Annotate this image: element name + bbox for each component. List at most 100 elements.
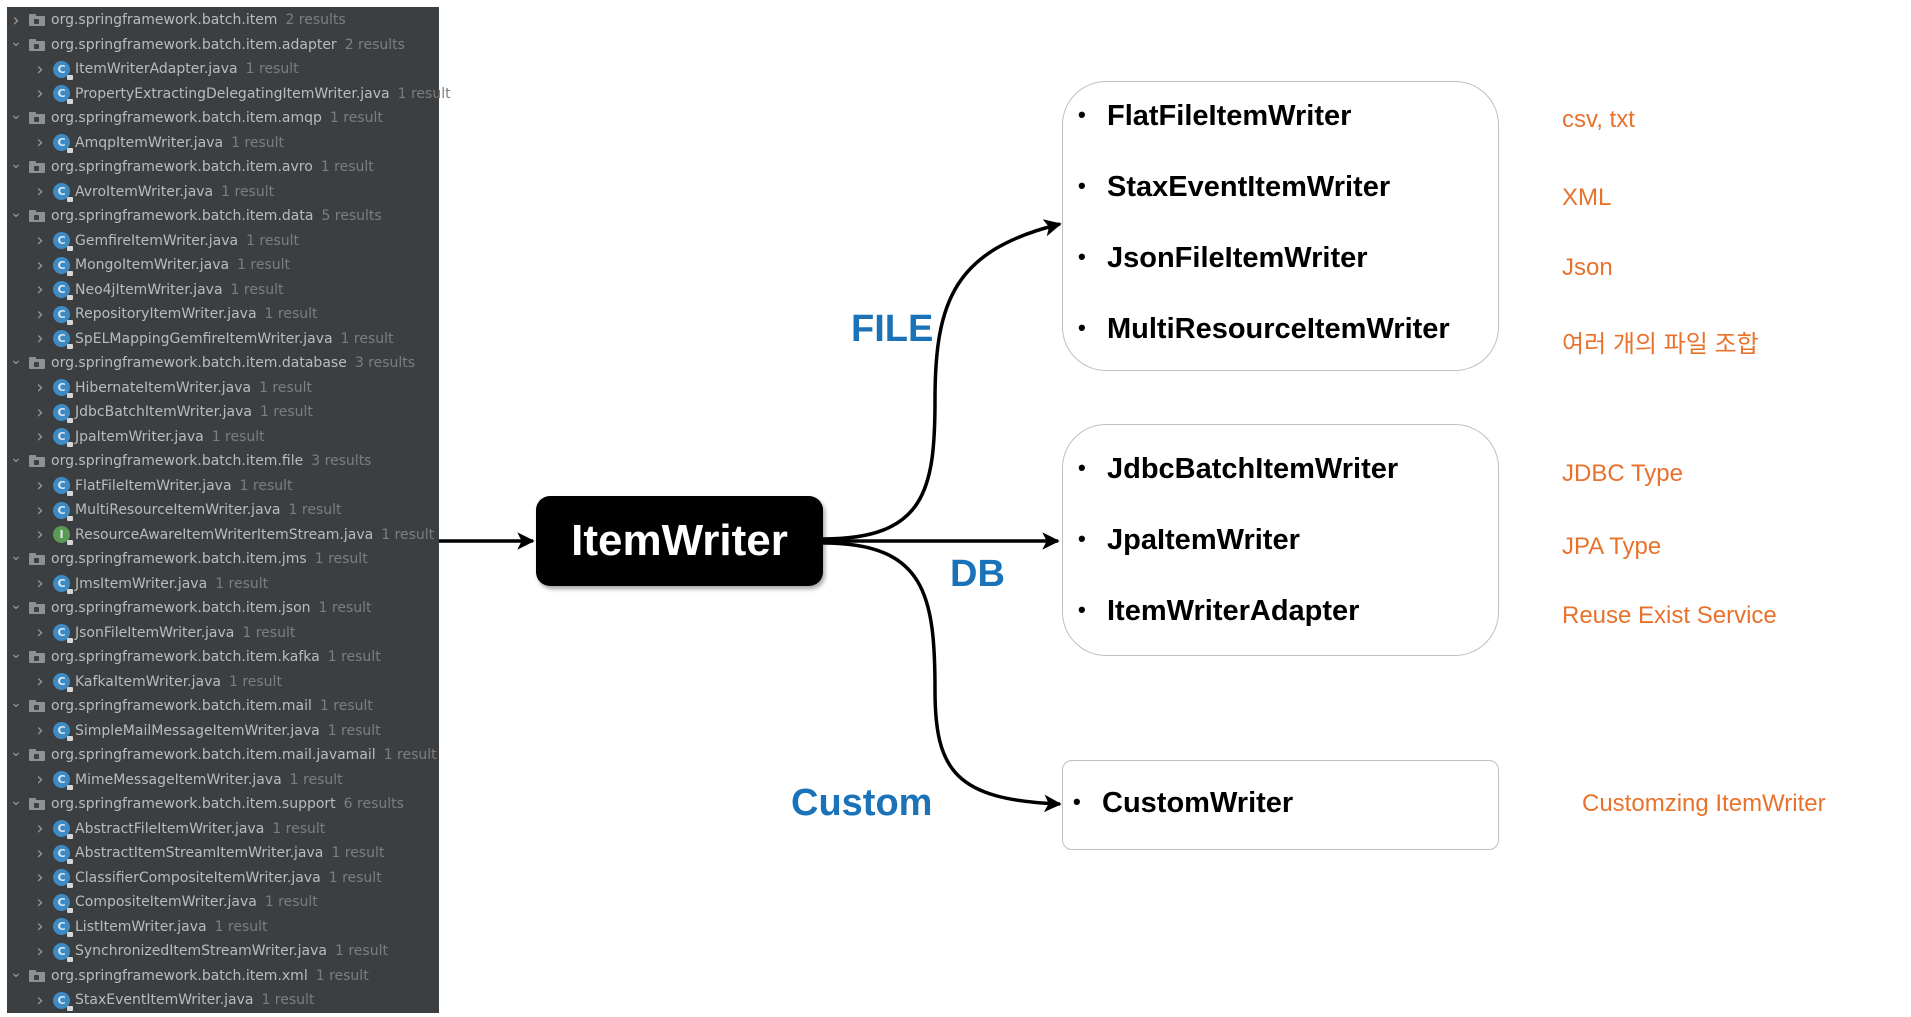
chevron-down-icon[interactable]: ⌄	[10, 695, 22, 711]
chevron-right-icon[interactable]: ›	[36, 720, 44, 741]
package-row[interactable]: ⌄org.springframework.batch.item.database…	[7, 351, 439, 375]
chevron-down-icon[interactable]: ⌄	[10, 205, 22, 221]
class-icon: C	[53, 918, 73, 937]
chevron-down-icon[interactable]: ⌄	[10, 548, 22, 564]
chevron-down-icon[interactable]: ⌄	[10, 597, 22, 613]
chevron-right-icon[interactable]: ›	[36, 989, 44, 1011]
result-count: 2 results	[285, 12, 346, 28]
chevron-down-icon[interactable]: ⌄	[10, 156, 22, 172]
chevron-right-icon[interactable]: ›	[36, 499, 44, 521]
chevron-right-icon[interactable]: ›	[36, 769, 44, 790]
chevron-down-icon[interactable]: ⌄	[10, 33, 22, 50]
chevron-right-icon[interactable]: ›	[36, 475, 44, 496]
chevron-right-icon[interactable]: ›	[36, 426, 44, 447]
chevron-right-icon[interactable]: ›	[36, 328, 44, 349]
chevron-right-icon[interactable]: ›	[36, 940, 44, 962]
chevron-right-icon[interactable]: ›	[36, 181, 44, 202]
chevron-right-icon[interactable]: ›	[36, 303, 44, 325]
chevron-right-icon[interactable]: ›	[36, 916, 44, 937]
package-folder-icon	[29, 161, 45, 173]
chevron-right-icon[interactable]: ›	[36, 573, 44, 594]
result-count: 1 result	[237, 257, 291, 273]
interface-icon: I	[53, 526, 73, 545]
class-icon: C	[53, 134, 73, 153]
chevron-right-icon[interactable]: ›	[36, 58, 44, 80]
chevron-right-icon[interactable]: ›	[36, 132, 44, 153]
chevron-down-icon[interactable]: ⌄	[10, 964, 22, 981]
class-icon: C	[53, 428, 73, 447]
chevron-right-icon[interactable]: ›	[36, 83, 44, 104]
chevron-down-icon[interactable]: ⌄	[10, 646, 22, 662]
class-icon: C	[53, 624, 73, 643]
chevron-down-icon[interactable]: ⌄	[10, 107, 22, 123]
package-row[interactable]: ⌄org.springframework.batch.item.mail.jav…	[7, 743, 439, 767]
note-multi-file: 여러 개의 파일 조합	[1562, 331, 1759, 358]
file-name: HibernateItemWriter.java	[75, 379, 252, 396]
chevron-right-icon[interactable]: ›	[36, 891, 44, 913]
result-count: 1 result	[381, 526, 435, 543]
chevron-right-icon[interactable]: ›	[36, 254, 44, 276]
chevron-right-icon[interactable]: ›	[36, 524, 44, 545]
chevron-right-icon[interactable]: ›	[36, 867, 44, 888]
chevron-down-icon[interactable]: ⌄	[10, 352, 22, 368]
chevron-right-icon[interactable]: ›	[36, 818, 44, 839]
chevron-right-icon[interactable]: ›	[12, 9, 20, 31]
file-name: MultiResourceItemWriter.java	[75, 502, 281, 518]
chevron-down-icon[interactable]: ⌄	[10, 744, 22, 760]
chevron-right-icon[interactable]: ›	[36, 279, 44, 300]
chevron-right-icon[interactable]: ›	[36, 230, 44, 251]
chevron-right-icon[interactable]: ›	[36, 671, 44, 692]
category-db-label: DB	[950, 553, 1005, 595]
chevron-down-icon[interactable]: ⌄	[10, 450, 22, 466]
chevron-down-icon[interactable]: ⌄	[10, 793, 22, 809]
chevron-right-icon[interactable]: ›	[36, 401, 44, 423]
chevron-right-icon[interactable]: ›	[36, 377, 44, 398]
package-folder-icon	[29, 455, 45, 467]
category-custom-label: Custom	[791, 782, 933, 824]
file-name: JsonFileItemWriter.java	[75, 624, 235, 641]
result-count: 1 result	[331, 845, 385, 861]
chevron-right-icon[interactable]: ›	[36, 622, 44, 643]
chevron-right-icon[interactable]: ›	[36, 842, 44, 864]
package-name: org.springframework.batch.item.jms	[51, 551, 307, 567]
